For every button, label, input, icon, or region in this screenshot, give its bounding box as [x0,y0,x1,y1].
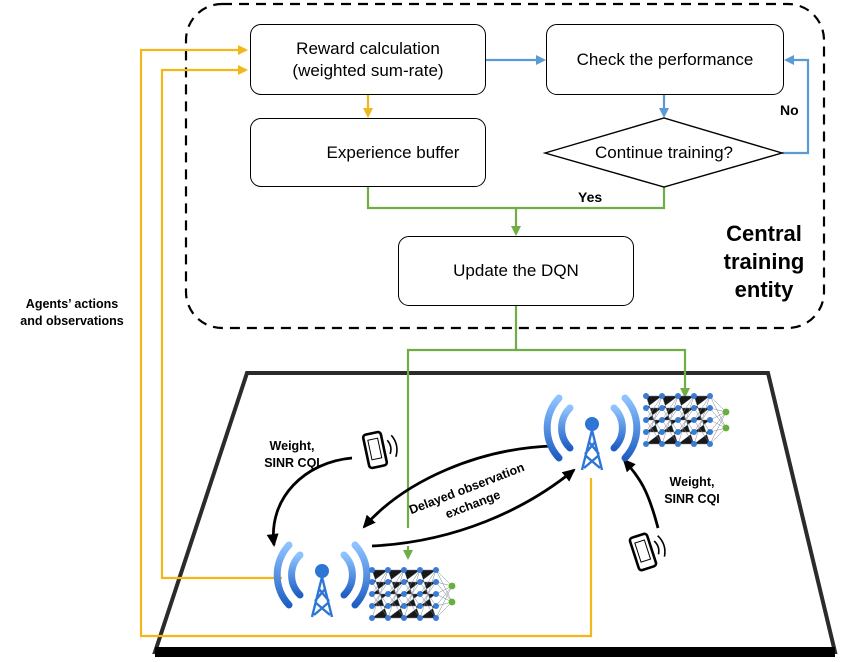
reward-calculation-box: Reward calculation (weighted sum-rate) [250,24,486,95]
exchange-arrow-to-left [362,444,555,529]
reward-label-line1: Reward calculation [296,38,440,58]
decision-diamond [542,117,785,188]
edge-label-no: No [780,102,799,118]
uplink-arrow-left [266,456,353,547]
network-field [152,371,838,654]
experience-buffer-box: Experience buffer [250,118,486,187]
weight-sinr-label-left: Weight, SINR CQI [252,438,332,472]
green-buffer-line [366,187,666,210]
reward-label-line2: (weighted sum-rate) [292,60,444,80]
central-training-entity-label: Central training entity [712,220,816,304]
central-training-region [184,2,826,330]
update-dqn-box: Update the DQN [398,236,634,306]
yellow-loop-inner [160,65,282,580]
green-dqn-out [406,306,518,528]
central-line3: entity [734,277,794,302]
exchange-arrow-to-right [371,468,576,548]
weight-right-line2: SINR CQI [664,492,720,506]
central-line1: Central [726,221,802,246]
side-line2: and observations [20,314,124,328]
yellow-loop-outer [139,45,593,638]
decision-label: Continue training? [595,143,733,162]
weight-left-line2: SINR CQI [264,456,320,470]
weight-left-line1: Weight, [269,439,315,453]
arrow-dqn-right [516,348,690,398]
check-performance-box: Check the performance [546,24,784,95]
arrow-no-loop [782,55,810,155]
central-line2: training [723,249,805,274]
side-line1: Agents’ actions [25,297,119,311]
agents-actions-label: Agents’ actions and observations [6,296,138,330]
weight-right-line1: Weight, [669,475,715,489]
update-label: Update the DQN [453,261,579,280]
check-label: Check the performance [576,49,754,69]
edge-label-yes: Yes [578,189,603,205]
buffer-label: Experience buffer [326,142,460,162]
weight-sinr-label-right: Weight, SINR CQI [652,474,732,508]
uplink-arrow-right [622,458,660,529]
